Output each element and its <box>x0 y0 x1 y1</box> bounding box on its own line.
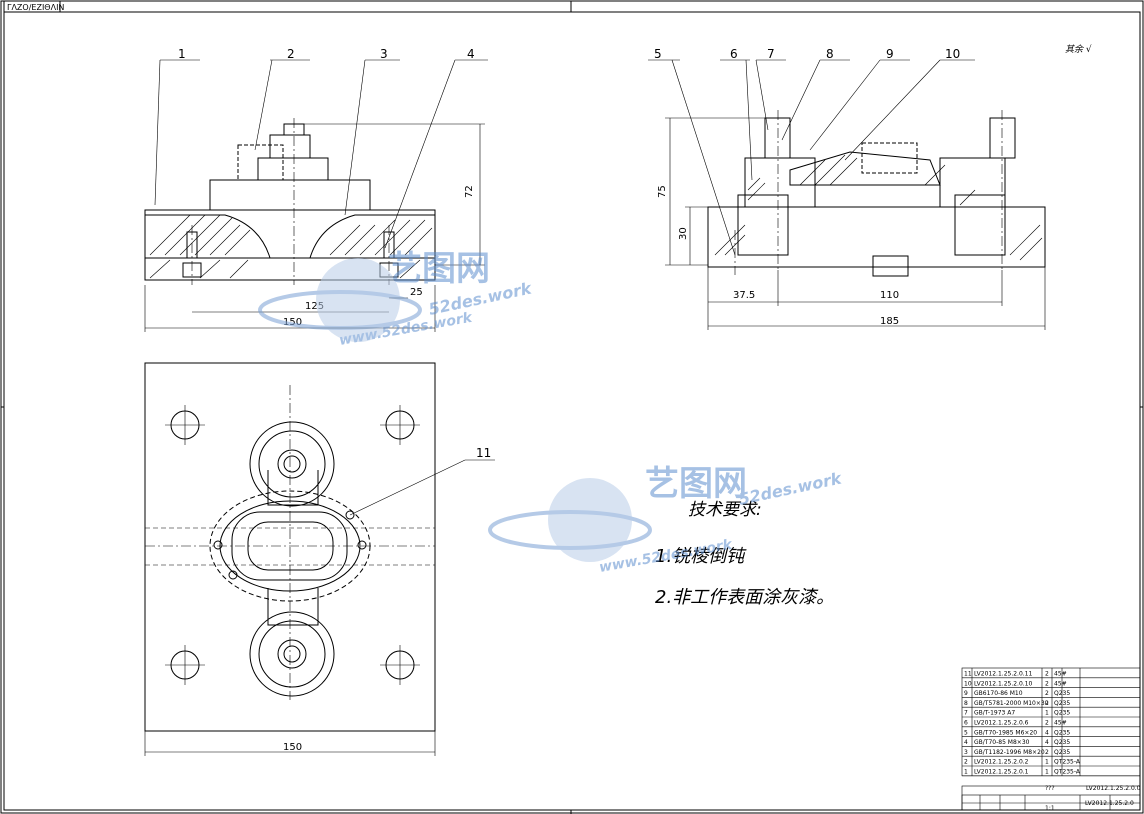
bom-cell-qty: 4 <box>1045 729 1049 736</box>
bom-cell-no: 7 <box>964 710 968 717</box>
drawing-code-right: LV2012.1.25.2.0 <box>1085 800 1134 807</box>
callout-9: 9 <box>886 47 894 61</box>
bom-cell-qty: 2 <box>1045 749 1049 756</box>
dim-30: 30 <box>678 227 689 240</box>
roughness-note: 其余 √ <box>1065 44 1092 55</box>
bom-cell-mat: QT235-A <box>1054 769 1081 776</box>
bom-cell-mat: 45# <box>1054 671 1067 678</box>
tech-item-2: 2.非工作表面涂灰漆。 <box>655 587 834 608</box>
bom-cell-mat: Q235 <box>1054 700 1070 707</box>
callout-8: 8 <box>826 47 834 61</box>
bom-cell-mat: Q235 <box>1054 729 1070 736</box>
callout-4: 4 <box>467 47 475 61</box>
dim-37-5: 37.5 <box>733 290 755 301</box>
bom-cell-code: GB/T-1973 A7 <box>974 710 1015 717</box>
callout-5: 5 <box>654 47 662 61</box>
bom-cell-qty: 2 <box>1045 690 1049 697</box>
bom-cell-mat: 45# <box>1054 720 1067 727</box>
bom-cell-no: 8 <box>964 700 968 707</box>
bom-cell-code: GB/T5781-2000 M10×30 <box>974 700 1049 707</box>
watermark-cn: 艺图网 <box>388 249 490 289</box>
dim-110: 110 <box>880 290 899 301</box>
watermark-globe-icon <box>488 478 652 562</box>
bom-cell-no: 1 <box>964 769 968 776</box>
bom-cell-no: 6 <box>964 720 968 727</box>
title-center: ??? <box>1045 785 1055 792</box>
dim-25: 25 <box>410 287 423 298</box>
watermark-1: 艺图网 52des.work www.52des.work <box>258 249 534 349</box>
bom-cell-code: LV2012.1.25.2.0.1 <box>974 769 1029 776</box>
bom-cell-mat: 45# <box>1054 680 1067 687</box>
bom-cell-qty: 1 <box>1045 769 1049 776</box>
tech-title: 技术要求: <box>688 500 762 520</box>
title-block-text: 1:1 LV2012.1.25.2.0.0 LV2012.1.25.2.0 ??… <box>1045 785 1141 812</box>
front-callouts <box>154 59 488 249</box>
drawing-code-text: ΓΛΖΟ/ΕΖΙΘΛΙΝ <box>7 3 64 12</box>
watermark-en: 52des.work <box>737 468 844 509</box>
bom-cell-qty: 4 <box>1045 739 1049 746</box>
dim-75: 75 <box>657 185 668 198</box>
bom-cell-code: LV2012.1.25.2.0.2 <box>974 759 1029 766</box>
side-callouts <box>648 59 975 256</box>
top-view <box>144 362 495 756</box>
bom-cell-no: 3 <box>964 749 968 756</box>
callout-6: 6 <box>730 47 738 61</box>
bom-cell-qty: 1 <box>1045 710 1049 717</box>
bom-cell-code: GB/T70-85 M8×30 <box>974 739 1030 746</box>
scale-label: 1:1 <box>1045 805 1055 812</box>
drawing-code-box: ΓΛΖΟ/ΕΖΙΘΛΙΝ <box>3 0 64 13</box>
watermark-cn: 艺图网 <box>645 464 747 504</box>
dim-185: 185 <box>880 316 899 327</box>
title-block <box>961 785 1141 811</box>
bom-cell-mat: Q235 <box>1054 739 1070 746</box>
bom-cell-mat: QT235-A <box>1054 759 1081 766</box>
bom-cell-mat: Q235 <box>1054 749 1070 756</box>
bom-cell-code: GB/T1182-1996 M8×20 <box>974 749 1045 756</box>
bom-cell-no: 2 <box>964 759 968 766</box>
callout-11: 11 <box>476 446 491 460</box>
bom-cell-qty: 2 <box>1045 680 1049 687</box>
bom-cell-code: GB/T70-1985 M6×20 <box>974 729 1037 736</box>
bom-cell-mat: Q235 <box>1054 690 1070 697</box>
bom-cell-mat: Q235 <box>1054 710 1070 717</box>
bom-cell-qty: 2 <box>1045 700 1049 707</box>
bom-cell-code: LV2012.1.25.2.0.6 <box>974 720 1029 727</box>
bom-cell-qty: 2 <box>1045 720 1049 727</box>
bom-cell-no: 5 <box>964 729 968 736</box>
callout-1: 1 <box>178 47 186 61</box>
bom-cell-no: 11 <box>964 671 972 678</box>
callout-10: 10 <box>945 47 960 61</box>
dim-72: 72 <box>464 185 475 198</box>
dim-125: 125 <box>305 301 324 312</box>
bom-cell-qty: 2 <box>1045 671 1049 678</box>
bom-cell-code: LV2012.1.25.2.0.10 <box>974 680 1032 687</box>
side-view <box>665 110 1046 330</box>
bom-cell-no: 4 <box>964 739 968 746</box>
bom-cell-no: 9 <box>964 690 968 697</box>
bom-cell-code: LV2012.1.25.2.0.11 <box>974 671 1032 678</box>
side-view-dims: 75 30 37.5 110 185 <box>657 185 899 327</box>
tech-item-1: 1.锐棱倒钝 <box>655 546 747 567</box>
callout-7: 7 <box>767 47 775 61</box>
watermark-2: 艺图网 52des.work www.52des.work <box>488 464 844 576</box>
bom-cell-no: 10 <box>964 680 972 687</box>
watermark-globe-icon <box>258 258 422 342</box>
technical-requirements: 技术要求: 1.锐棱倒钝 2.非工作表面涂灰漆。 <box>655 500 834 608</box>
callout-2: 2 <box>287 47 295 61</box>
bom-cell-qty: 1 <box>1045 759 1049 766</box>
drawing-number: LV2012.1.25.2.0.0 <box>1086 785 1141 792</box>
callout-3: 3 <box>380 47 388 61</box>
dim-150-top: 150 <box>283 742 302 753</box>
bom-cell-code: GB6170-86 M10 <box>974 690 1023 697</box>
